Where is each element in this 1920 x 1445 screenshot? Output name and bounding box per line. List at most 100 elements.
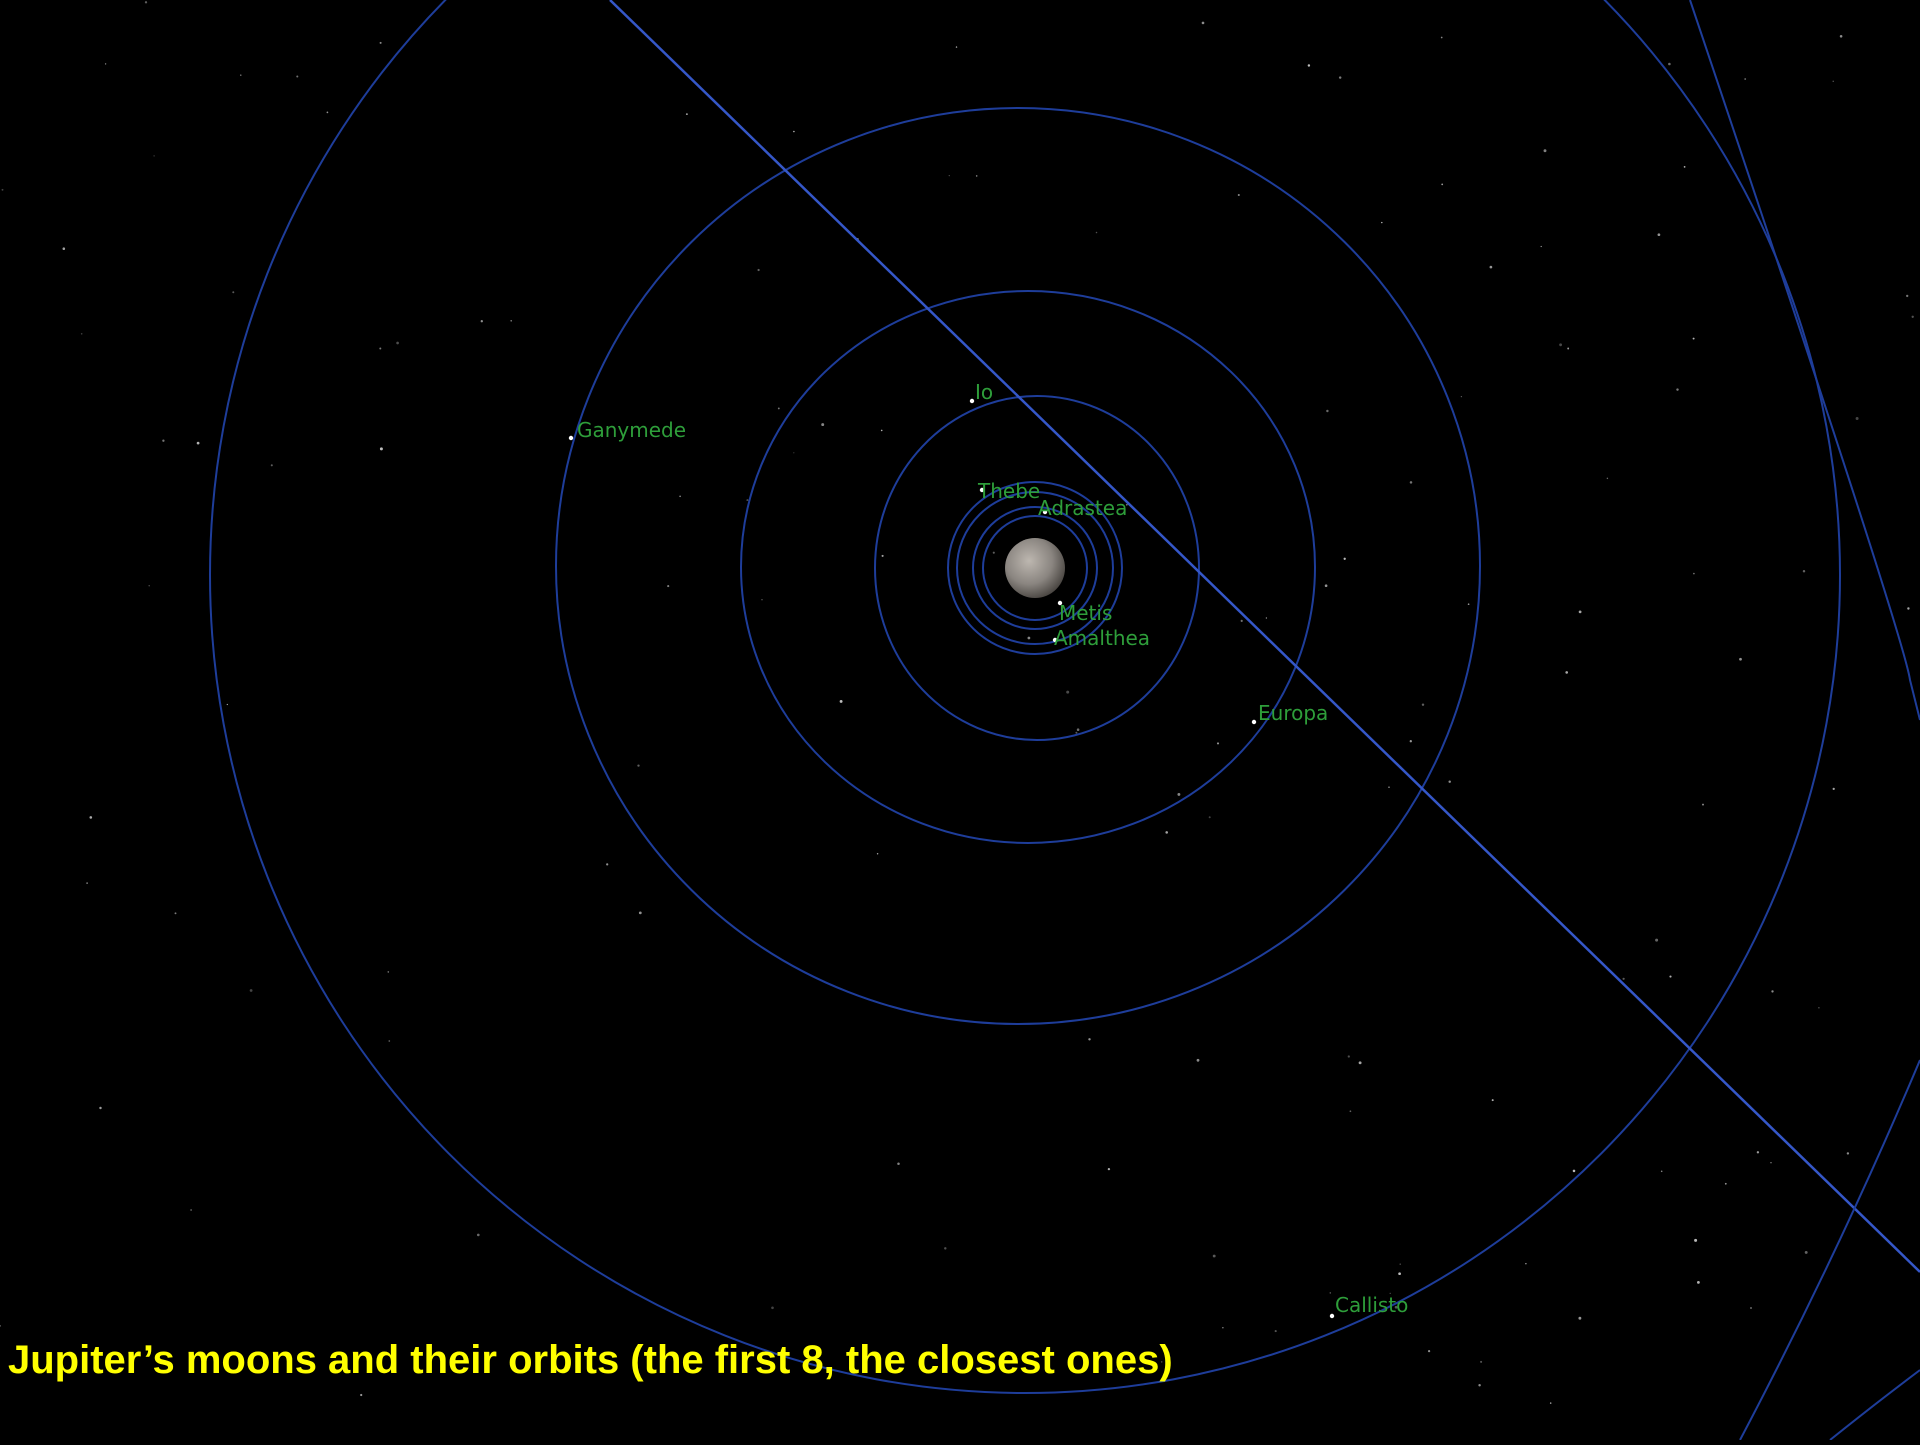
star-dot <box>1208 816 1211 819</box>
star-dot <box>1307 64 1311 67</box>
star-dot <box>240 74 242 76</box>
star-dot <box>793 130 795 133</box>
star-dot <box>1655 938 1659 942</box>
star-dot <box>1676 388 1679 391</box>
star-dot <box>1075 731 1078 734</box>
orbit-thebe <box>947 481 1123 655</box>
star-dot <box>232 291 235 294</box>
star-dot <box>1525 1263 1527 1265</box>
star-dot <box>1115 1368 1118 1371</box>
star-dot <box>1771 990 1774 993</box>
star-dot <box>771 1306 774 1310</box>
star-dot <box>1349 1110 1352 1113</box>
star-dot <box>1660 1170 1663 1173</box>
star-dot <box>1467 603 1470 606</box>
star-dot <box>1543 149 1547 153</box>
star-dot <box>1724 1182 1727 1185</box>
star-dot <box>746 499 749 502</box>
star-dot <box>1683 166 1686 168</box>
star-dot <box>1739 657 1742 661</box>
star-dot <box>190 1209 192 1211</box>
star-dot <box>1578 1316 1582 1320</box>
star-dot <box>1165 831 1168 834</box>
orbit-callisto <box>209 0 1841 1394</box>
star-dot <box>975 175 978 177</box>
star-dot <box>948 174 950 177</box>
star-dot <box>876 853 879 855</box>
star-dot <box>379 347 382 350</box>
star-dot <box>1027 636 1031 640</box>
star-dot <box>270 464 273 467</box>
star-dot <box>1448 780 1451 783</box>
star-dot <box>1381 221 1383 224</box>
star-dot <box>1702 803 1704 806</box>
star-dot <box>1076 728 1080 731</box>
star-dot <box>196 441 200 445</box>
star-dot <box>1770 1161 1772 1164</box>
star-dot <box>1222 1327 1224 1329</box>
star-dot <box>1441 183 1444 186</box>
star-dot <box>388 1040 391 1042</box>
star-dot <box>1802 570 1806 573</box>
star-dot <box>1668 62 1671 66</box>
star-dot <box>1177 792 1181 796</box>
star-dot <box>1832 787 1835 791</box>
star-dot <box>944 1247 947 1250</box>
star-dot <box>1750 1307 1752 1309</box>
star-dot <box>1409 481 1413 484</box>
star-dot <box>1240 619 1243 622</box>
star-dot <box>1756 1151 1760 1154</box>
star-dot <box>0 1325 1 1327</box>
star-dot <box>153 155 155 157</box>
star-dot <box>174 912 177 915</box>
star-dot <box>1549 1402 1552 1404</box>
moon-dot-europa <box>1251 719 1257 725</box>
star-dot <box>1329 1292 1332 1294</box>
star-dot <box>1358 1061 1362 1065</box>
star-dot <box>144 1 148 4</box>
moon-dot-callisto <box>1329 1313 1335 1319</box>
star-dot <box>1855 417 1859 420</box>
star-dot <box>1274 1330 1277 1333</box>
star-dot <box>839 699 843 703</box>
moon-label-adrastea: Adrastea <box>1038 496 1127 520</box>
star-dot <box>881 554 884 557</box>
moon-label-callisto: Callisto <box>1335 1293 1408 1317</box>
orbit-adrastea <box>972 506 1098 630</box>
star-dot <box>1832 80 1834 82</box>
ecliptic-lines <box>609 0 1920 1441</box>
star-dot <box>1440 36 1443 39</box>
star-dot <box>955 46 958 48</box>
star-dot <box>1399 1263 1401 1265</box>
star-dot <box>1409 740 1412 743</box>
moon-label-io: Io <box>975 380 993 404</box>
star-dot <box>249 989 253 992</box>
moon-label-ganymede: Ganymede <box>577 418 686 442</box>
moon-label-thebe: Thebe <box>977 479 1040 503</box>
outer-orbit-arc <box>1829 1369 1920 1441</box>
starfield <box>0 1 1914 1404</box>
star-dot <box>148 585 150 587</box>
star-dot <box>679 495 681 498</box>
star-dot <box>1744 78 1747 80</box>
star-dot <box>1 188 4 191</box>
star-dot <box>1567 347 1570 350</box>
star-dot <box>379 41 382 44</box>
star-dot <box>1839 35 1843 38</box>
star-dot <box>1265 617 1268 619</box>
star-dot <box>1657 233 1661 237</box>
star-dot <box>1818 1007 1820 1009</box>
star-dot <box>757 268 760 272</box>
star-dot <box>637 764 640 767</box>
star-dot <box>1201 21 1205 25</box>
star-dot <box>1338 76 1342 79</box>
moon-dot-amalthea <box>1052 637 1058 643</box>
star-dot <box>476 1233 480 1237</box>
star-dot <box>992 551 995 554</box>
star-dot <box>1212 1254 1216 1258</box>
star-dot <box>226 703 228 706</box>
star-dot <box>387 971 390 973</box>
star-dot <box>296 75 299 78</box>
star-dot <box>1388 786 1390 789</box>
star-dot <box>1559 343 1563 347</box>
